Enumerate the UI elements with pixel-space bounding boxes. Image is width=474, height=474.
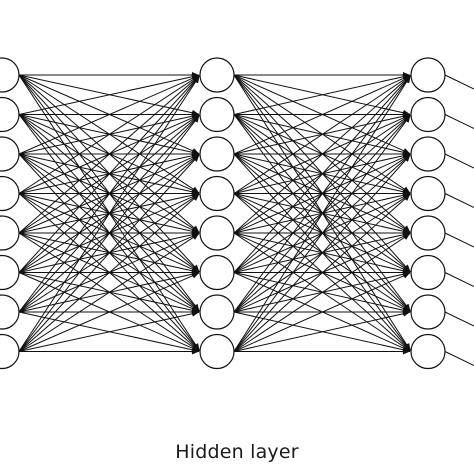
input-layer-neuron-4 [0,215,20,251]
connection-input-layer-2-to-0 [18,74,200,155]
connection-input-layer-1-to-0 [18,73,200,115]
connection-hidden-layer-7-to-1 [233,115,411,352]
output-layer-neuron-6 [410,294,446,330]
hidden-layer-neuron-2 [199,136,235,172]
output-layer-neuron-1 [410,96,446,133]
input-layer-neuron-0 [0,57,20,93]
hidden-layer-neuron-6 [199,294,235,330]
output-layer-neuron-4 [410,215,446,251]
output-layer-neuron-5 [410,254,446,291]
hidden-layer-neuron-7 [199,333,235,370]
connection-input-layer-7-to-1 [18,114,200,352]
connection-hidden-layer-7-to-4 [233,233,411,352]
connection-input-layer-7-to-6 [18,310,200,352]
connection-input-layer-7-to-2 [18,154,200,352]
diagram-caption: Hidden layer [175,441,299,463]
hidden-layer-neuron-5 [199,254,235,291]
outgoing-connection-3 [444,193,474,208]
connection-input-layer-7-to-5 [18,272,200,352]
outgoing-connection-1 [444,114,474,129]
input-layer-neuron-7 [0,333,20,370]
output-connections [444,74,474,366]
connection-hidden-layer-4-to-0 [233,75,411,234]
connection-hidden-layer-7-to-0 [233,75,411,352]
connection-input-layer-7-to-0 [18,75,200,352]
input-layer-neuron-5 [0,254,20,291]
connection-hidden-layer-6-to-0 [233,75,411,313]
connection-hidden-layer-5-to-0 [233,75,411,273]
connection-hidden-layer-7-to-2 [233,154,411,352]
hidden-layer-neuron-1 [199,96,235,133]
output-layer-neuron-3 [410,175,446,212]
input-layer-neuron-6 [0,294,20,330]
hidden-layer-neuron-0 [199,57,235,93]
connection-input-layer-3-to-0 [18,75,200,194]
input-layer-neuron-3 [0,175,20,212]
neurons [0,57,446,370]
connection-hidden-layer-7-to-3 [233,193,411,352]
connection-input-layer-5-to-0 [18,75,200,273]
input-layer-neuron-2 [0,136,20,172]
connection-input-layer-7-to-3 [18,193,200,352]
connection-input-layer-7-to-4 [18,233,200,352]
connection-input-layer-4-to-0 [18,75,200,234]
hidden-layer-neuron-4 [199,215,235,251]
hidden-layer-neuron-3 [199,175,235,212]
output-layer-neuron-0 [410,57,446,93]
connection-hidden-layer-7-to-5 [233,272,411,352]
connection-hidden-layer-3-to-0 [233,75,411,194]
output-layer-neuron-2 [410,136,446,172]
output-layer-neuron-7 [410,333,446,370]
connection-hidden-layer-2-to-0 [233,74,411,155]
connection-input-layer-6-to-0 [18,75,200,313]
connection-hidden-layer-1-to-0 [233,73,411,115]
outgoing-connection-6 [444,311,474,327]
input-layer-neuron-1 [0,96,20,133]
outgoing-connection-5 [444,272,474,287]
outgoing-connection-2 [444,153,474,169]
connections [18,72,411,355]
outgoing-connection-7 [444,351,474,366]
outgoing-connection-4 [444,232,474,248]
connection-hidden-layer-7-to-6 [233,310,411,352]
outgoing-connection-0 [444,74,474,90]
